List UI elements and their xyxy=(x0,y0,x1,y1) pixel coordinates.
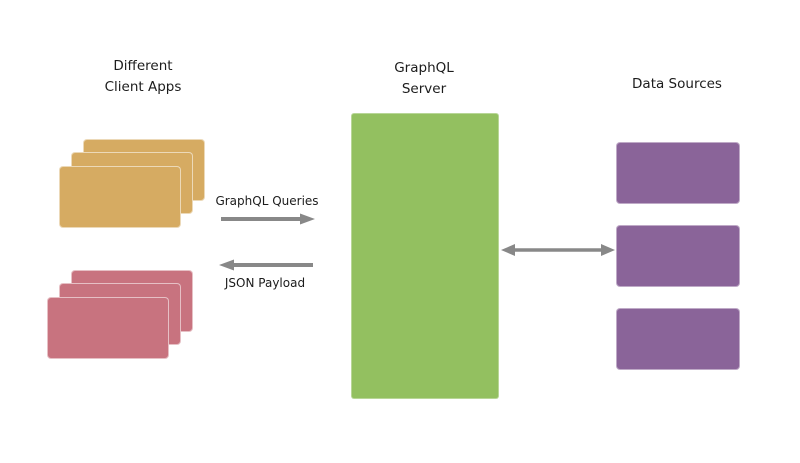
server-title-line2: Server xyxy=(401,81,447,97)
payload-arrow-left-icon xyxy=(219,257,313,276)
clients-title-line1: Different xyxy=(113,58,173,74)
client-app-stack-gold xyxy=(59,139,206,229)
data-sources-title: Data Sources xyxy=(577,74,777,95)
clients-title-line2: Client Apps xyxy=(104,79,182,95)
data-sources-title-text: Data Sources xyxy=(632,76,722,92)
data-source-card xyxy=(616,308,740,370)
client-app-card-rose xyxy=(47,297,169,359)
queries-arrow-label: GraphQL Queries xyxy=(215,194,319,208)
graphql-server-block xyxy=(351,113,499,399)
payload-arrow-label: JSON Payload xyxy=(224,276,306,290)
data-source-card xyxy=(616,142,740,204)
client-app-card-gold xyxy=(59,166,181,228)
server-title-line1: GraphQL xyxy=(394,60,454,76)
data-source-column xyxy=(616,142,740,370)
clients-title: Different Client Apps xyxy=(43,56,243,98)
server-datasources-double-arrow-icon xyxy=(501,242,615,262)
queries-arrow-right-icon xyxy=(221,211,315,230)
server-title: GraphQL Server xyxy=(324,58,524,100)
data-source-card xyxy=(616,225,740,287)
client-app-stack-rose xyxy=(47,270,194,360)
